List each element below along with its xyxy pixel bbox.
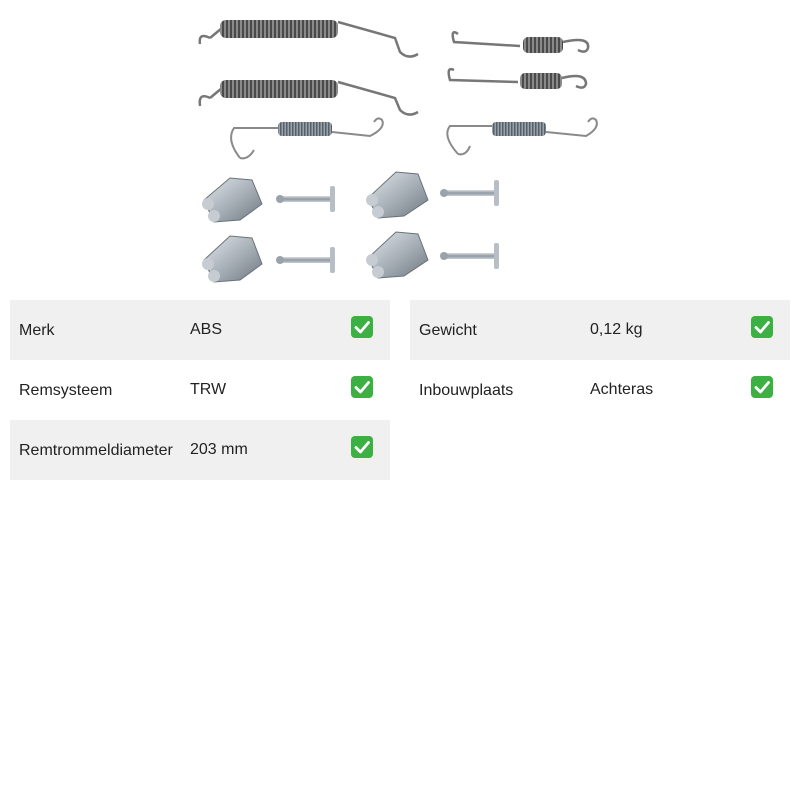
spec-value: ABS xyxy=(190,321,223,338)
spec-row-remsysteem: Remsysteem TRW xyxy=(10,360,390,420)
product-image xyxy=(190,10,610,295)
spec-value: TRW xyxy=(190,381,227,398)
check-icon xyxy=(351,316,373,338)
check-icon xyxy=(751,316,773,338)
medium-spring-1 xyxy=(230,117,384,160)
specs-column-left: Merk ABS Remsysteem TRW Remtrommeldiamet… xyxy=(10,300,390,480)
specs-table: Merk ABS Remsysteem TRW Remtrommeldiamet… xyxy=(10,300,790,480)
spec-row-inbouwplaats: Inbouwplaats Achteras xyxy=(410,360,790,420)
hold-down-pin-3 xyxy=(276,247,335,273)
spec-label: Merk xyxy=(19,322,55,339)
spec-value: 203 mm xyxy=(190,441,248,458)
long-spring-2 xyxy=(198,80,419,116)
check-icon xyxy=(351,436,373,458)
spec-row-remtrommeldiameter: Remtrommeldiameter 203 mm xyxy=(10,420,390,480)
short-spring-2 xyxy=(447,67,588,89)
retaining-clip-3 xyxy=(202,235,263,283)
spec-value: 0,12 kg xyxy=(590,321,643,338)
hold-down-pin-1 xyxy=(276,186,335,212)
spec-label: Inbouwplaats xyxy=(419,382,514,399)
hold-down-pin-4 xyxy=(440,243,499,269)
spec-label: Remsysteem xyxy=(19,382,113,399)
hold-down-pin-2 xyxy=(440,180,499,206)
short-spring-1 xyxy=(451,31,590,53)
retaining-clip-1 xyxy=(202,177,263,223)
retaining-clip-2 xyxy=(366,171,429,219)
spec-row-merk: Merk ABS xyxy=(10,300,390,360)
long-spring-1 xyxy=(198,20,419,58)
spec-row-gewicht: Gewicht 0,12 kg xyxy=(410,300,790,360)
medium-spring-2 xyxy=(446,117,598,156)
specs-column-right: Gewicht 0,12 kg Inbouwplaats Achteras xyxy=(410,300,790,420)
check-icon xyxy=(751,376,773,398)
spec-label: Remtrommeldiameter xyxy=(19,442,173,459)
spec-value: Achteras xyxy=(590,381,654,398)
check-icon xyxy=(351,376,373,398)
spec-label: Gewicht xyxy=(419,322,477,339)
retaining-clip-4 xyxy=(366,231,429,279)
